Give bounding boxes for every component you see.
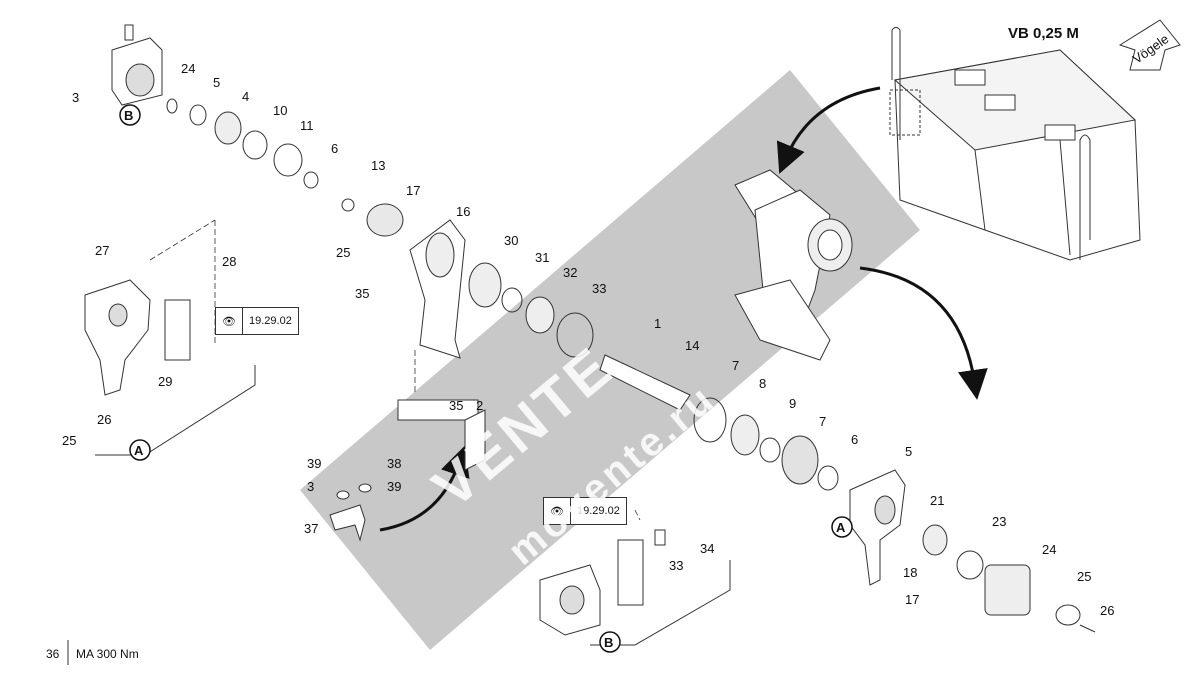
callout-label: 11 [300,118,314,133]
callout-label: 25 [336,245,350,260]
brand-arrow: Vögele [1118,19,1181,71]
callout-label: 33 [592,281,606,296]
callout-label: 14 [685,338,699,353]
reference-box[interactable]: 👁 19.29.02 [543,497,627,525]
callout-label: 6 [331,141,338,156]
callout-label: 32 [563,265,577,280]
callout-label: 39 [387,479,401,494]
callout-label: 8 [759,376,766,391]
callout-label: 17 [406,183,420,198]
marker-a-top: A [134,443,144,458]
callout-label: 35 [355,286,369,301]
callout-label: 2 [476,398,483,413]
model-label: VB 0,25 M [1008,25,1079,42]
callout-labels: 3 24 5 4 10 11 6 13 17 16 25 35 30 31 32… [62,61,1114,618]
bearing-housing-assembly [734,169,853,361]
callout-label: 33 [669,558,683,573]
callout-label: 5 [905,444,912,459]
housing-bottom-b [539,529,666,636]
eye-icon: 👁 [216,308,243,334]
callout-label: 38 [387,456,401,471]
detail-marker-labels: B A A B [124,108,846,650]
bearing-rings-row1 [166,98,404,237]
marker-a-right: A [836,520,846,535]
callout-label: 16 [456,204,470,219]
callout-label: 18 [903,565,917,580]
housing-13 [111,24,163,106]
callout-label: 26 [1100,603,1114,618]
callout-label: 27 [95,243,109,258]
housing-left-a [84,279,191,396]
marker-b-bottom: B [604,635,613,650]
callout-label: 4 [242,89,249,104]
callout-label: 28 [222,254,236,269]
torque-label: MA 300 Nm [76,647,139,661]
callout-label: 25 [62,433,76,448]
bracket-37 [329,483,372,542]
callout-label: 13 [371,158,385,173]
bearing-rings-center [468,262,839,491]
callout-label: 31 [535,250,549,265]
callout-label: 26 [97,412,111,427]
callout-label: 24 [181,61,195,76]
eye-icon: 👁 [544,498,571,524]
callout-label: 21 [930,493,944,508]
page-number: 36 [46,647,60,661]
callout-label: 7 [819,414,826,429]
callout-label: 30 [504,233,518,248]
reference-text: 19.29.02 [249,315,292,327]
callout-label: 5 [213,75,220,90]
screed-machine [889,27,1141,261]
callout-label: 7 [732,358,739,373]
callout-label: 24 [1042,542,1056,557]
flow-arrows [379,86,988,532]
marker-b-top: B [124,108,133,123]
bracket-8 [397,219,486,471]
callout-label: 17 [905,592,919,607]
callout-label: 10 [273,103,287,118]
callout-label: 3 [72,90,79,105]
callout-label: 25 [1077,569,1091,584]
housing-2 [849,469,1096,633]
callout-label: 29 [158,374,172,389]
callout-label: 9 [789,396,796,411]
detail-marker-circles [119,104,853,653]
callout-label: 23 [992,514,1006,529]
reference-text: 19.29.02 [577,505,620,517]
callout-label: 6 [851,432,858,447]
callout-label: 35 [449,398,463,413]
callout-label: 39 [307,456,321,471]
callout-label: 34 [700,541,714,556]
callout-label: 37 [304,521,318,536]
reference-box[interactable]: 👁 19.29.02 [215,307,299,335]
callout-label: 3 [307,479,314,494]
callout-label: 1 [654,316,661,331]
